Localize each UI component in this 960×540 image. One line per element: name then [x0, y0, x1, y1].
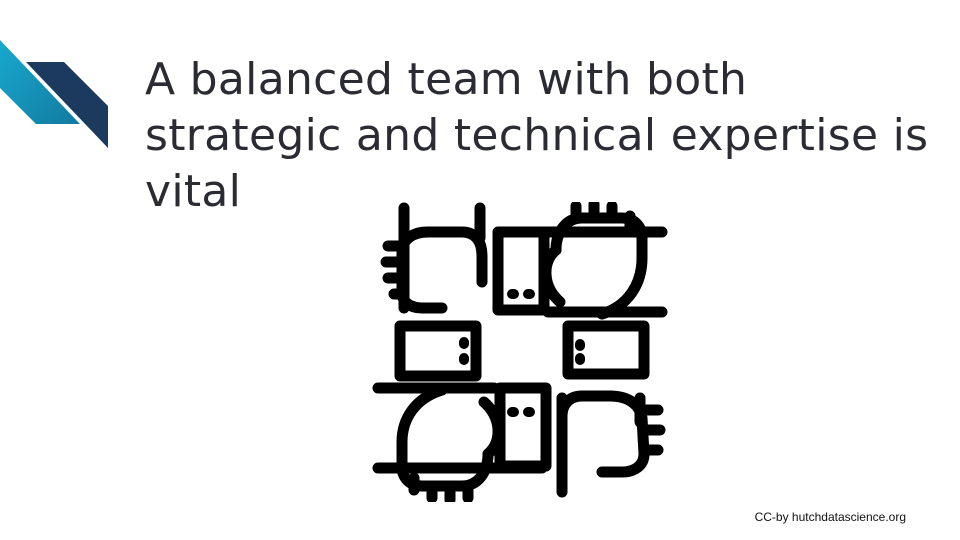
hands-holding-wrists-teamwork-icon [372, 202, 668, 502]
corner-accent-decoration [0, 40, 108, 148]
license-credit: CC-by hutchdatascience.org [754, 510, 906, 524]
slide-title: A balanced team with both strategic and … [145, 54, 929, 217]
